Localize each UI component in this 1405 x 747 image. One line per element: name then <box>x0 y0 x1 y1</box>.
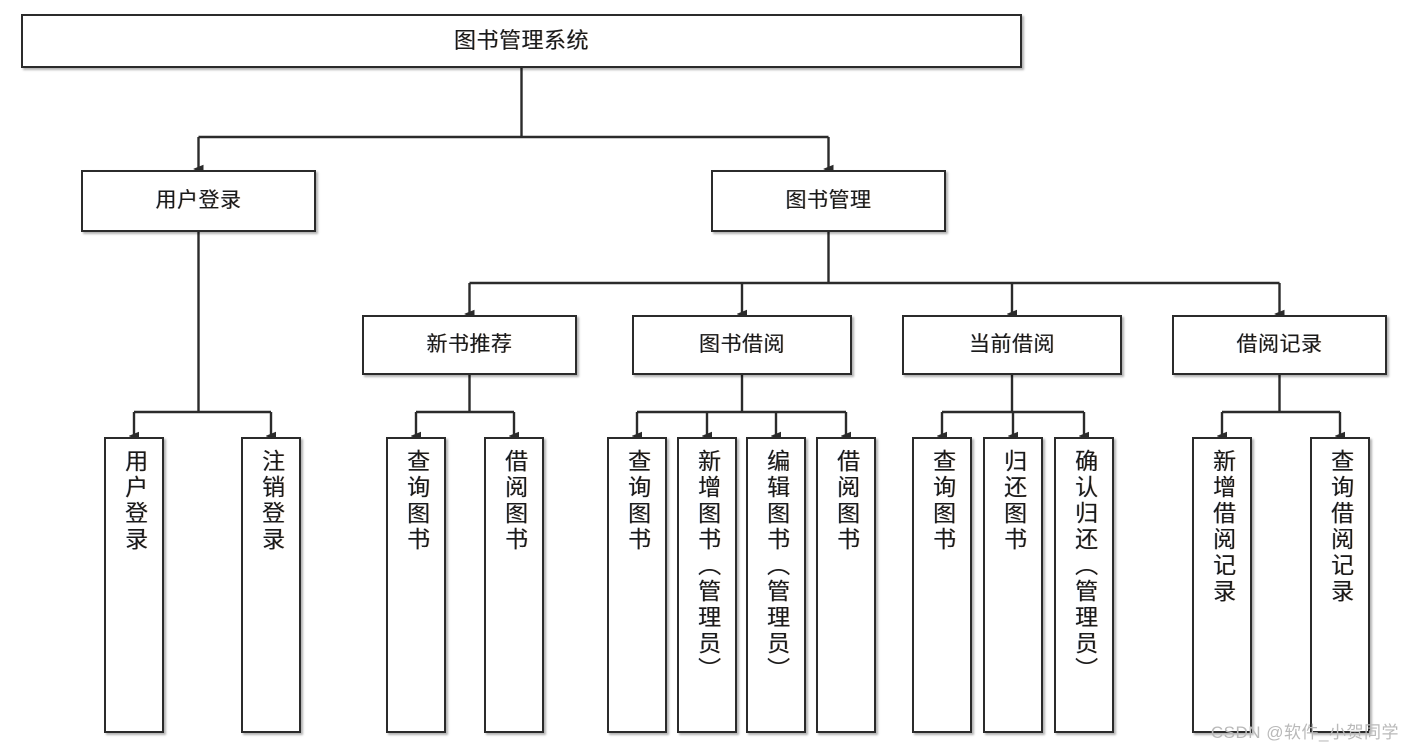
node-leaf-add-book-label: 新增图书（管理员） <box>694 449 721 683</box>
node-leaf-user-login-label: 用户登录 <box>121 449 148 553</box>
node-leaf-query-book-3[interactable]: 查询图书 <box>912 437 972 733</box>
node-leaf-return-book[interactable]: 归还图书 <box>983 437 1043 733</box>
node-leaf-query-book-3-label: 查询图书 <box>929 449 956 553</box>
node-leaf-return-book-label: 归还图书 <box>1000 449 1027 553</box>
node-root[interactable]: 图书管理系统 <box>21 14 1022 68</box>
node-leaf-query-record[interactable]: 查询借阅记录 <box>1310 437 1370 733</box>
node-leaf-query-book-1[interactable]: 查询图书 <box>386 437 446 733</box>
node-leaf-borrow-book-1[interactable]: 借阅图书 <box>484 437 544 733</box>
node-borrow-record[interactable]: 借阅记录 <box>1172 315 1387 375</box>
node-leaf-edit-book[interactable]: 编辑图书（管理员） <box>746 437 806 733</box>
node-user-login-label: 用户登录 <box>155 188 242 212</box>
node-leaf-add-record-label: 新增借阅记录 <box>1209 449 1236 605</box>
node-leaf-user-logout[interactable]: 注销登录 <box>241 437 301 733</box>
node-leaf-query-book-2-label: 查询图书 <box>624 449 651 553</box>
node-book-borrow-label: 图书借阅 <box>699 332 785 356</box>
node-current-borrow[interactable]: 当前借阅 <box>902 315 1122 375</box>
node-leaf-borrow-book-2-label: 借阅图书 <box>833 449 860 553</box>
node-leaf-query-book-1-label: 查询图书 <box>403 449 430 553</box>
node-leaf-query-book-2[interactable]: 查询图书 <box>607 437 667 733</box>
node-user-login[interactable]: 用户登录 <box>81 170 316 232</box>
node-leaf-user-logout-label: 注销登录 <box>258 449 285 553</box>
node-leaf-confirm-return-label: 确认归还（管理员） <box>1071 449 1098 683</box>
node-borrow-record-label: 借阅记录 <box>1236 332 1323 356</box>
node-leaf-edit-book-label: 编辑图书（管理员） <box>763 449 790 683</box>
watermark: CSDN @软件_小贺同学 <box>1210 723 1399 742</box>
node-leaf-add-book[interactable]: 新增图书（管理员） <box>677 437 737 733</box>
node-leaf-borrow-book-1-label: 借阅图书 <box>501 449 528 553</box>
node-leaf-user-login[interactable]: 用户登录 <box>104 437 164 733</box>
node-new-book-recommend[interactable]: 新书推荐 <box>362 315 577 375</box>
node-leaf-confirm-return[interactable]: 确认归还（管理员） <box>1054 437 1114 733</box>
node-leaf-query-record-label: 查询借阅记录 <box>1327 449 1354 605</box>
node-current-borrow-label: 当前借阅 <box>969 332 1055 356</box>
node-root-label: 图书管理系统 <box>453 28 589 54</box>
node-leaf-add-record[interactable]: 新增借阅记录 <box>1192 437 1252 733</box>
node-book-borrow[interactable]: 图书借阅 <box>632 315 852 375</box>
node-new-book-recommend-label: 新书推荐 <box>426 332 513 356</box>
node-leaf-borrow-book-2[interactable]: 借阅图书 <box>816 437 876 733</box>
node-book-manage-label: 图书管理 <box>785 188 872 212</box>
node-book-manage[interactable]: 图书管理 <box>711 170 946 232</box>
